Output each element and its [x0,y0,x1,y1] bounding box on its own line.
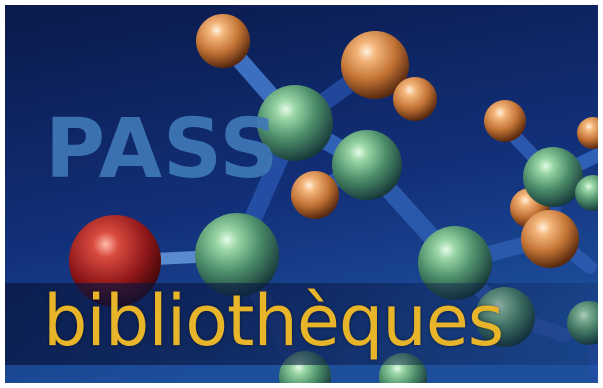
brand-wordmark: PASS [45,102,280,197]
subtitle-band [5,283,598,365]
subtitle-wordmark: bibliothèques [43,280,504,362]
banner: PASS bibliothèques [5,5,598,383]
molecule-model-icon [5,5,598,383]
